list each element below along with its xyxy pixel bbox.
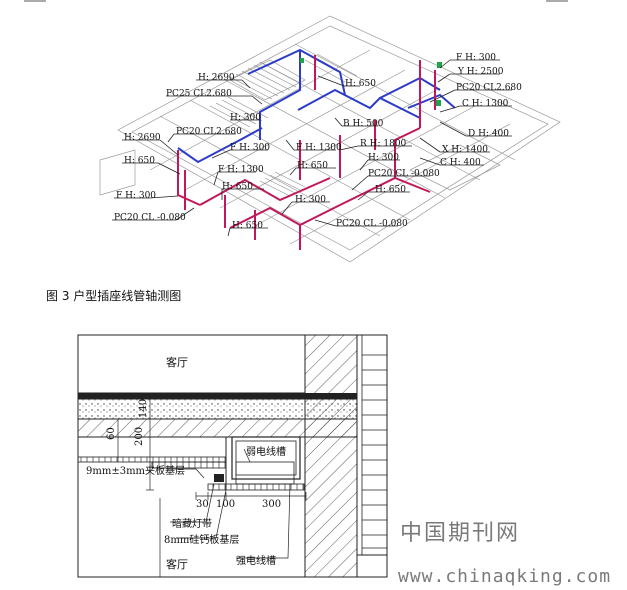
- blue-conduit-routes: [177, 48, 456, 164]
- label-rh1800: R H: 1800: [360, 139, 407, 149]
- red-conduit-routes: [177, 55, 436, 250]
- label-h300-c: H: 300: [295, 195, 326, 205]
- weak-trough-label: 弱电线槽: [246, 447, 286, 458]
- label-bh500: B H: 500: [343, 119, 384, 129]
- dim-100: 100: [216, 499, 236, 510]
- label-h650-d: H: 650: [124, 156, 155, 166]
- label-fh300-left: F H: 300: [116, 191, 157, 201]
- strong-trough-label: 强电线槽: [236, 556, 276, 567]
- label-h300-b: H: 300: [368, 153, 399, 163]
- figure-caption: 图 3 户型插座线管轴测图: [46, 289, 182, 303]
- dim-60: 60: [106, 427, 117, 440]
- label-h650-e: H: 650: [232, 221, 263, 231]
- label-h650-f: H: 650: [222, 182, 253, 192]
- label-dh400: D H: 400: [468, 129, 509, 139]
- label-pc20-cl-m0080-left: PC20 CL -0.080: [114, 213, 186, 223]
- dim-140: 140: [138, 398, 149, 418]
- label-h650-c: H: 650: [375, 185, 406, 195]
- dim-200: 200: [134, 426, 145, 446]
- room-label-bottom: 客厅: [166, 558, 188, 571]
- label-pc20-cl-m0080-bottom: PC20 CL -0.080: [336, 219, 408, 229]
- room-label-top: 客厅: [166, 356, 188, 369]
- label-h2690-left: H: 2690: [124, 133, 161, 143]
- dim-30: 30: [196, 499, 209, 510]
- label-pc20-cl-m0080-right: PC20 CL -0.080: [368, 169, 440, 179]
- label-pc20-cl2680-left: PC20 CL2.680: [176, 127, 242, 137]
- label-ch400: C H: 400: [440, 158, 481, 168]
- label-fh300-mid: F H: 300: [230, 143, 271, 153]
- calcium-board-label: 8mm硅钙板基层: [164, 535, 240, 546]
- hidden-light-label: 暗藏灯带: [172, 519, 212, 530]
- watermark-url: www.chinaqking.com: [398, 566, 612, 587]
- label-pc20-cl2680-right: PC20 CL2.680: [456, 83, 522, 93]
- outlet-markers: [300, 58, 442, 106]
- label-h650-a: H: 650: [345, 79, 376, 89]
- label-h650-b: H: 650: [297, 161, 328, 171]
- label-h2690-top: H: 2690: [198, 73, 235, 83]
- label-xh1400: X H: 1400: [442, 145, 488, 155]
- annotation-leaders: [112, 59, 512, 237]
- label-pc25-cl2680: PC25 CL2.680: [166, 89, 232, 99]
- dim-300: 300: [262, 499, 282, 510]
- label-fh300-top: F H: 300: [456, 53, 497, 63]
- label-h300-a: H: 300: [230, 113, 261, 123]
- watermark-cn: 中国期刊网: [400, 521, 521, 546]
- label-ch1300: C H: 1300: [462, 99, 509, 109]
- stair-hatching: [209, 53, 358, 197]
- label-fh1300-b: F H: 1300: [218, 165, 264, 175]
- label-fh1300-a: F H: 1300: [296, 143, 342, 153]
- label-yh2500: Y H: 2500: [458, 67, 504, 77]
- plywood-label: 9mm±3mm夹板基层: [86, 466, 186, 477]
